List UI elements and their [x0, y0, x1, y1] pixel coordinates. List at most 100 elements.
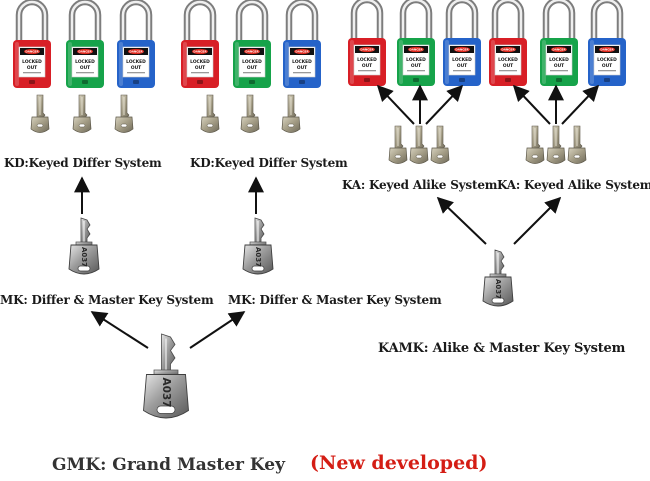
out-text: OUT	[503, 63, 513, 69]
kd-label-left: KD:Keyed Differ System	[4, 156, 162, 170]
key-bow	[482, 276, 514, 307]
danger-header-text: DANGER	[129, 50, 143, 54]
locked-text: LOCKED	[549, 57, 569, 63]
key-bow	[242, 244, 274, 275]
danger-header-text: DANGER	[360, 48, 374, 52]
locked-text: LOCKED	[126, 59, 146, 65]
small-key-9	[430, 125, 450, 164]
small-key-4	[200, 94, 220, 133]
padlock-shackle	[491, 0, 525, 40]
locked-text: LOCKED	[75, 59, 95, 65]
ka-label-left: KA: Keyed Alike System	[342, 178, 498, 192]
out-text: OUT	[297, 65, 307, 71]
arrow-ka-right-to-lock-3	[561, 84, 600, 125]
gmk-label: GMK: Grand Master Key	[52, 455, 286, 475]
danger-header-text: DANGER	[552, 48, 566, 52]
locked-text: LOCKED	[452, 57, 472, 63]
locked-text: LOCKED	[597, 57, 617, 63]
padlock-shackle	[183, 0, 217, 42]
kamk-label: KAMK: Alike & Master Key System	[378, 341, 626, 356]
out-text: OUT	[457, 63, 467, 69]
out-text: OUT	[554, 63, 564, 69]
small-key-12	[567, 125, 587, 164]
key-bow	[68, 244, 100, 275]
padlock-shackle	[119, 0, 153, 42]
padlock-shackle	[590, 0, 624, 40]
locked-text: LOCKED	[357, 57, 377, 63]
small-key-6	[281, 94, 301, 133]
danger-header-text: DANGER	[245, 50, 259, 54]
danger-header-text: DANGER	[501, 48, 515, 52]
arrow-gmk-to-mk-right	[189, 311, 246, 349]
out-text: OUT	[362, 63, 372, 69]
mk-label-left: MK: Differ & Master Key System	[0, 293, 214, 307]
out-text: OUT	[602, 63, 612, 69]
small-key-5	[240, 94, 260, 133]
locked-text: LOCKED	[406, 57, 426, 63]
kd-label-right: KD:Keyed Differ System	[190, 156, 348, 170]
padlock-shackle	[285, 0, 319, 42]
out-text: OUT	[247, 65, 257, 71]
master-key-left: A037	[68, 217, 100, 275]
arrow-ka-right-to-lock-1	[512, 84, 551, 125]
master-key-kamk: A037	[482, 249, 514, 307]
locked-text: LOCKED	[22, 59, 42, 65]
arrow-ka-left-to-lock-1	[376, 84, 415, 125]
small-key-11	[546, 125, 566, 164]
small-key-7	[388, 125, 408, 164]
new-developed-label: (New developed)	[310, 452, 488, 474]
out-text: OUT	[131, 65, 141, 71]
small-key-1	[30, 94, 50, 133]
key-code-text: A037	[254, 247, 262, 267]
danger-header-text: DANGER	[78, 50, 92, 54]
small-key-8	[409, 125, 429, 164]
arrow-gmk-to-mk-left	[90, 311, 149, 349]
danger-header-text: DANGER	[455, 48, 469, 52]
locked-text: LOCKED	[498, 57, 518, 63]
out-text: OUT	[27, 65, 37, 71]
out-text: OUT	[80, 65, 90, 71]
ka-label-right: KA: Keyed Alike System	[497, 178, 650, 192]
padlock-shackle	[235, 0, 269, 42]
small-key-10	[525, 125, 545, 164]
danger-header-text: DANGER	[25, 50, 39, 54]
key-code-text: A037	[494, 279, 502, 299]
padlock-shackle	[445, 0, 479, 40]
key-code-text: A037	[160, 377, 172, 407]
arrow-kamk-to-ka-left	[436, 196, 487, 245]
locked-text: LOCKED	[190, 59, 210, 65]
danger-header-text: DANGER	[600, 48, 614, 52]
small-key-3	[114, 94, 134, 133]
key-bow	[143, 374, 189, 419]
padlock-shackle	[68, 0, 102, 42]
danger-header-text: DANGER	[409, 48, 423, 52]
padlock-shackle	[542, 0, 576, 40]
out-text: OUT	[411, 63, 421, 69]
grand-master-key: A037	[143, 333, 189, 419]
locked-text: LOCKED	[242, 59, 262, 65]
arrow-ka-left-to-lock-3	[425, 84, 464, 125]
master-key-right: A037	[242, 217, 274, 275]
key-code-text: A037	[80, 247, 88, 267]
danger-header-text: DANGER	[193, 50, 207, 54]
mk-label-right: MK: Differ & Master Key System	[228, 293, 442, 307]
padlock-shackle	[399, 0, 433, 40]
locked-text: LOCKED	[292, 59, 312, 65]
padlock-shackle	[350, 0, 384, 40]
out-text: OUT	[195, 65, 205, 71]
padlock-shackle	[15, 0, 49, 42]
arrow-kamk-to-ka-right	[513, 196, 562, 245]
